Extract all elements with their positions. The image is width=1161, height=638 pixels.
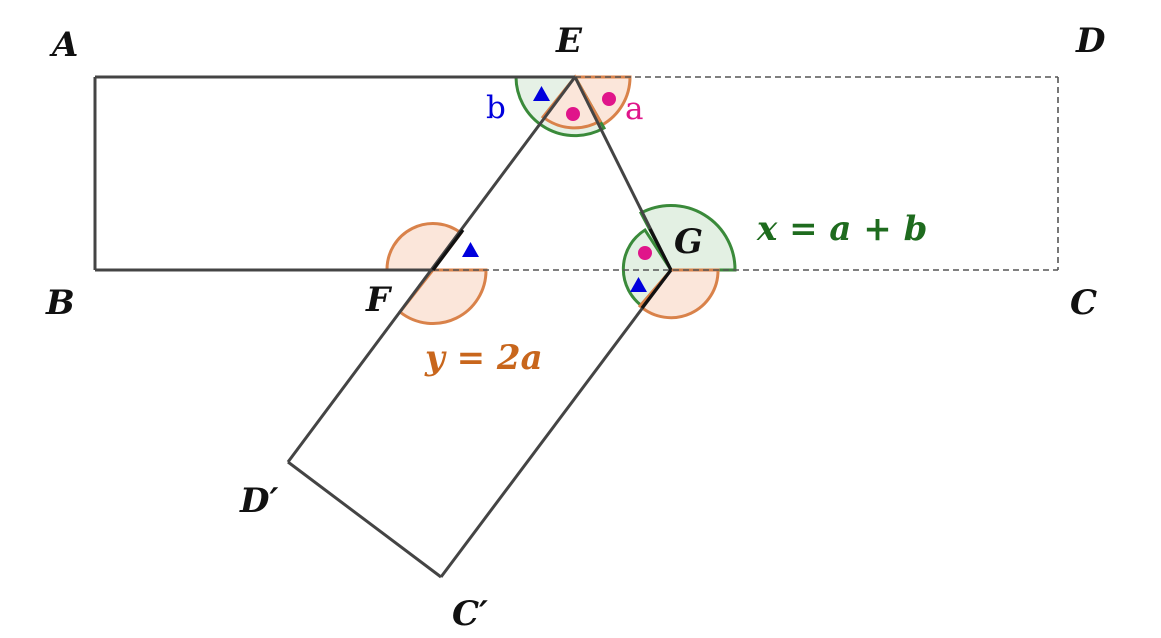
edge-dprime-cprime: [287, 460, 442, 579]
angle-sectors: [385, 74, 737, 326]
magenta-dot-icon: [602, 92, 616, 106]
rectangle-edges: [93, 75, 575, 272]
magenta-dot-icon: [566, 107, 580, 121]
fold-emph-g: [648, 228, 673, 271]
dashed-edges: [433, 76, 1059, 271]
label-angle-a: a: [625, 91, 643, 127]
label-point-b: B: [45, 283, 75, 323]
magenta-dot-icon: [638, 246, 652, 260]
angle-sector-f-upper: [385, 222, 464, 272]
blue-triangle-icon: [462, 242, 479, 257]
label-point-c: C: [1070, 283, 1097, 323]
edge-cprime-g: [439, 269, 673, 578]
label-point-d: D: [1075, 21, 1106, 61]
label-point-e: E: [555, 21, 583, 61]
angle-sector-g-lower: [637, 268, 720, 320]
label-point-dprime: D′: [239, 481, 278, 521]
equation-x: x = a + b: [756, 209, 927, 249]
blue-triangle-icon: [630, 277, 647, 292]
fold-emph-f: [431, 229, 465, 271]
folded-flap: [286, 76, 673, 579]
angle-markers: [462, 86, 652, 292]
label-point-f: F: [365, 280, 393, 320]
label-point-a: A: [49, 25, 78, 65]
point-labels: A B C D E F G D′ C′: [45, 21, 1106, 634]
angle-sector-f-lower: [397, 268, 488, 326]
label-angle-b: b: [486, 90, 506, 126]
blue-triangle-icon: [533, 86, 550, 101]
label-point-g: G: [674, 222, 703, 262]
edge-e-dprime: [286, 76, 577, 463]
label-point-cprime: C′: [452, 594, 488, 634]
fold-emph-g2: [640, 269, 673, 309]
equation-y: y = 2a: [424, 338, 543, 378]
